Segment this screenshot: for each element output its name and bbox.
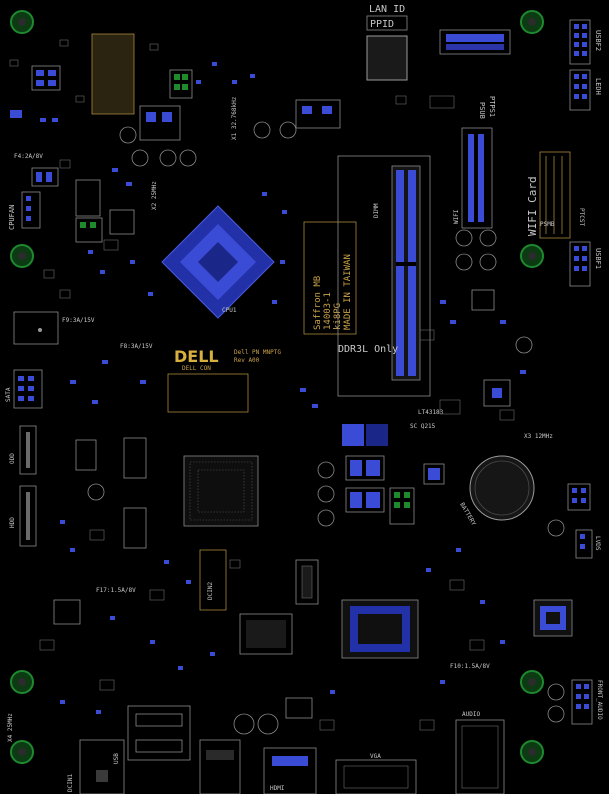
ppid-label-area: LAN ID PPID [366, 4, 408, 81]
f9-fuse-label: F9:3A/15V [62, 317, 95, 324]
top-connector [439, 29, 511, 55]
f17-fuse-label: F17:1.5A/8V [96, 587, 136, 594]
odd-connector: ODD [9, 425, 37, 475]
left-side-area: F4:2A/8V CPUFAN X2 25MHz F9:3A/15V [8, 153, 158, 345]
ptcst-label: PTCST [578, 208, 585, 226]
pch-chip [183, 455, 259, 527]
dimm-slot: DIMM DDR3L Only [337, 155, 431, 397]
wifi-label: WIFI [453, 209, 460, 224]
lvds-label: LVDS [594, 536, 601, 551]
center-left-chips: F17:1.5A/8V [53, 437, 147, 625]
dell-con-label: DELL CON [182, 365, 211, 372]
right-connectors: LVDS F10:1.5A/8V FRONT_AUDIO [450, 483, 603, 725]
psmb-label: PSMB [540, 221, 555, 228]
audio-label: AUDIO [462, 711, 480, 718]
front-audio-label: FRONT_AUDIO [596, 680, 603, 720]
sc-label: SC Q215 [410, 423, 436, 430]
lan-id-label: LAN ID [369, 4, 405, 15]
bottom-middle-area: DCIN2 [199, 549, 313, 735]
hdd-label: HDD [9, 517, 16, 528]
wifi-connector: WIFI [453, 127, 493, 229]
usbf2-header: USBF2 [569, 19, 602, 65]
hdd-connector: HDD [9, 485, 37, 547]
usbf2-label: USBF2 [594, 30, 602, 51]
x2-clock-label: X2 25MHz [151, 181, 158, 210]
dell-pn-label: Dell PN MNPTG [234, 349, 281, 356]
rev-label: Rev A00 [234, 357, 260, 364]
x1-clock-label: X1 32.768kHz [231, 96, 238, 140]
wifi-card-area: WIFI Card PTCST PSMB [526, 151, 585, 239]
ledh-header: LEDH [569, 69, 602, 111]
small-outlines [9, 39, 515, 731]
ptps1-label: PTPS1 [488, 96, 496, 117]
odd-label: ODD [9, 453, 16, 464]
cpufan-label: CPUFAN [8, 205, 16, 230]
usb-label: USB [113, 753, 120, 764]
passive-components [40, 62, 526, 714]
ddr-label: DDR3L Only [338, 344, 398, 355]
super-io-chip [341, 599, 419, 659]
wifi-card-label: WIFI Card [526, 176, 539, 236]
vga-label: VGA [370, 753, 381, 760]
board-name-1: Saffron MB [313, 276, 323, 330]
f8-fuse-label: F8:3A/15V [120, 343, 153, 350]
psub-label: PSUB [478, 102, 486, 119]
f4-fuse-label: F4:2A/8V [14, 153, 43, 160]
dimm-label: DIMM [373, 203, 380, 218]
cpu-label: CPU1 [222, 307, 237, 314]
ppid-label: PPID [370, 19, 394, 30]
board-name-4: MADE IN TAIWAN [343, 254, 353, 330]
hdmi-label: HDMI [270, 785, 285, 792]
dc-label: DCIN2 [207, 582, 214, 600]
dell-logo: DELL [174, 347, 219, 366]
top-left-area: X1 32.768kHz [10, 33, 341, 167]
f10-fuse-label: F10:1.5A/8V [450, 663, 490, 670]
ledh-label: LEDH [594, 78, 602, 95]
lt-label: LT43183 [418, 409, 444, 416]
cmos-battery: BATTERY [458, 455, 535, 527]
sata-label: SATA [5, 387, 12, 402]
usbf1-label: USBF1 [594, 248, 602, 269]
vrm-area [295, 424, 415, 605]
x3-clock-label: X3 12MHz [524, 433, 553, 440]
cpu-bga: CPU1 [161, 205, 275, 319]
usbf1-header: USBF1 [569, 241, 602, 287]
mounting-holes [10, 10, 544, 764]
dell-logo-area: DELL Dell PN MNPTG Rev A00 DELL CON F8:3… [120, 343, 281, 413]
rear-io: X4 25MHz DCIN1 USB HDMI VGA AUDIO [7, 705, 505, 794]
board-name-2: 14003-1 [323, 292, 333, 330]
x4-clock-label: X4 25MHz [7, 713, 14, 742]
dcin-label: DCIN1 [67, 774, 74, 792]
sata-connector: SATA [5, 369, 43, 409]
right-middle-area: LT43183 SC Q215 X3 12MHz [410, 229, 553, 485]
